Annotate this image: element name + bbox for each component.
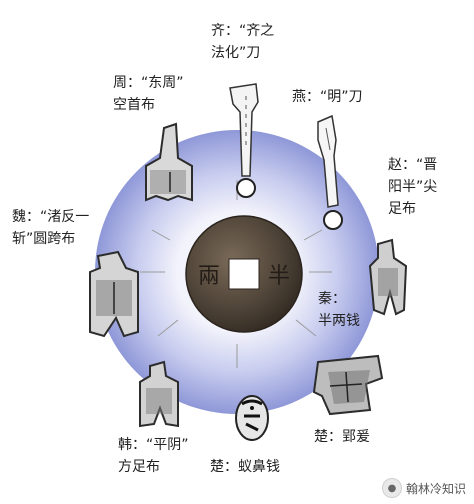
- label-qi: 齐：“齐之 法化”刀: [211, 23, 275, 61]
- han-spade-coin: [139, 360, 179, 428]
- label-qin-center: 秦： 半两钱: [318, 291, 360, 329]
- label-chu-yingyuan: 楚：郢爰: [314, 429, 370, 445]
- label-zhao: 赵：“晋 阳半”尖 足布: [388, 157, 438, 217]
- label-zhou: 周：“东周” 空首布: [113, 75, 184, 113]
- label-wei: 魏：“渚反一 斩”圆跨布: [12, 209, 90, 247]
- watermark-text: 翰林冷知识: [405, 481, 466, 496]
- wechat-icon: ●: [381, 478, 402, 498]
- coin-glyph-right: 半: [268, 264, 290, 289]
- wei-spade-coin: [89, 250, 139, 338]
- watermark: ● 翰林冷知识: [381, 478, 466, 498]
- chu-gold-plate: [312, 354, 384, 416]
- zhou-spade-coin: [145, 122, 193, 202]
- label-chu-antnose: 楚：蚁鼻钱: [210, 459, 280, 475]
- zhao-spade-coin: [368, 238, 408, 316]
- yan-knife-coin: [317, 114, 343, 230]
- chu-antnose-coin: [235, 395, 269, 441]
- banliang-coin: 兩 半: [185, 215, 303, 333]
- qi-knife-coin: [229, 83, 259, 198]
- coin-glyph-left: 兩: [198, 264, 220, 289]
- coin-square-hole: [228, 258, 260, 290]
- label-yan: 燕：“明”刀: [292, 89, 363, 105]
- label-han: 韩：“平阴” 方足布: [118, 437, 189, 475]
